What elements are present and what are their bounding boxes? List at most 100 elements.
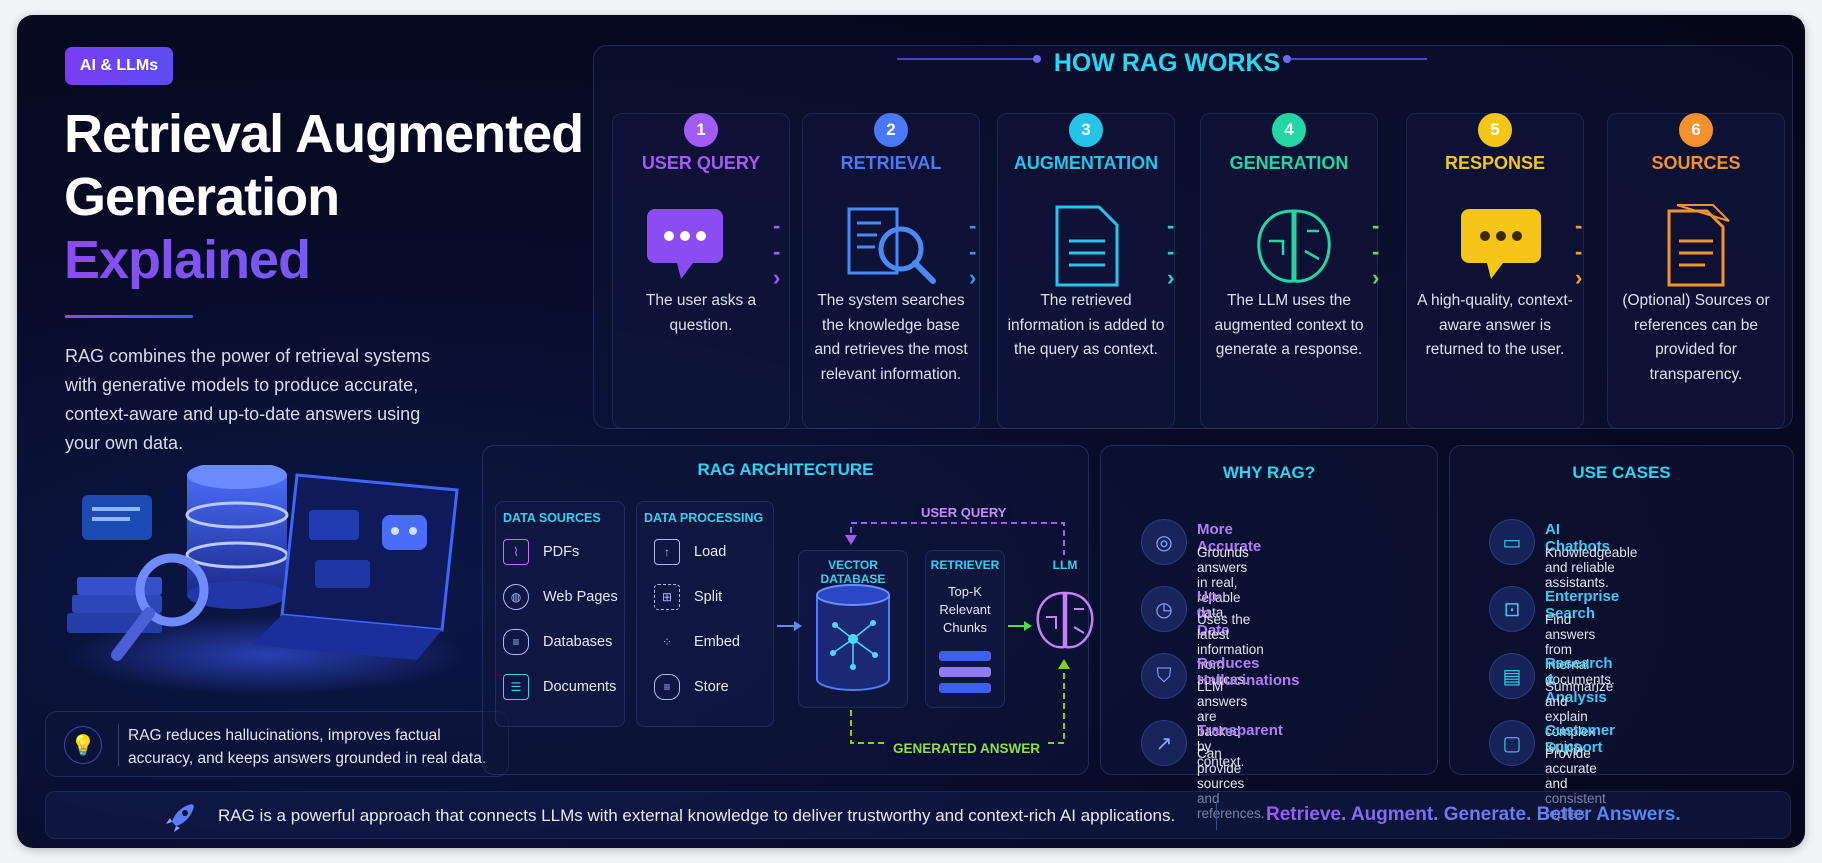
step-arrow: - - › — [1167, 213, 1175, 290]
llm-label: LLM — [1052, 558, 1078, 572]
retriever-box — [925, 550, 1005, 708]
use-cases-title: USE CASES — [1572, 463, 1671, 482]
illustration-database-laptop — [67, 465, 467, 695]
list-item-description: LLM answers are backed by context. — [1197, 679, 1248, 769]
chunk-bar — [939, 651, 991, 661]
llm-brain-icon — [1036, 591, 1094, 649]
lightbulb-icon: 💡 — [64, 726, 102, 764]
step-title: GENERATION — [1229, 153, 1349, 173]
magnifier-icon — [111, 553, 209, 661]
step-arrow: - - › — [1575, 213, 1583, 290]
upload-icon: ↑ — [654, 539, 680, 565]
process-embed: ⁘Embed — [654, 629, 740, 655]
list-item-title: Enterprise Search — [1545, 588, 1620, 622]
step-description: The retrieved information is added to th… — [1007, 292, 1165, 358]
tip-divider — [118, 724, 119, 766]
split-icon: ⊞ — [654, 584, 680, 610]
step-number: 5 — [1478, 113, 1512, 147]
footer-bar: RAG is a powerful approach that connects… — [45, 791, 1791, 839]
step-number: 1 — [684, 113, 718, 147]
globe-icon: ◍ — [503, 584, 529, 610]
footer-tagline: Retrieve. Augment. Generate. Better Answ… — [1266, 804, 1681, 825]
list-item-title: More Accurate — [1197, 521, 1262, 555]
data-sources-column — [495, 501, 625, 727]
step-title: SOURCES — [1651, 153, 1741, 173]
brain-icon — [1257, 209, 1331, 283]
shield-check-icon: ⛉ — [1141, 653, 1187, 699]
chat-bubble-icon — [82, 495, 152, 540]
target-icon: ◎ — [1141, 519, 1187, 565]
source-databases: ≡Databases — [503, 629, 612, 655]
title-line-1: Retrieval Augmented — [64, 104, 584, 164]
process-store: ≡Store — [654, 674, 729, 700]
list-item-description: Find answers from internal documents. — [1545, 612, 1615, 687]
step-number: 4 — [1272, 113, 1306, 147]
list-item-title: Reduces Hallucinations — [1197, 655, 1300, 689]
step-number: 6 — [1679, 113, 1713, 147]
process-split: ⊞Split — [654, 584, 722, 610]
footer-divider — [1216, 802, 1217, 830]
step-arrow: - - › — [1372, 213, 1380, 290]
step-title: RESPONSE — [1444, 153, 1546, 173]
step-description: The system searches the knowledge base a… — [814, 292, 968, 383]
infographic: AI & LLMs Retrieval Augmented Generation… — [17, 15, 1805, 848]
document-search-icon — [847, 207, 936, 284]
storage-icon: ≡ — [654, 674, 680, 700]
step-card — [802, 113, 980, 429]
step-description: The user asks a question. — [645, 292, 757, 334]
step-title: USER QUERY — [641, 153, 761, 173]
step-card — [1200, 113, 1378, 429]
arch-title: RAG ARCHITECTURE — [697, 460, 874, 479]
tip-box: 💡 RAG reduces hallucinations, improves f… — [45, 711, 509, 777]
page-title: Retrieval Augmented Generation Explained — [64, 103, 584, 292]
process-load: ↑Load — [654, 539, 726, 565]
source-pdfs: ⌇PDFs — [503, 539, 579, 565]
data-processing-header: DATA PROCESSING — [644, 511, 764, 525]
list-item-title: AI Chatbots — [1545, 521, 1610, 555]
how-rag-works-title: HOW RAG WORKS — [1053, 49, 1281, 77]
chunk-bar — [939, 667, 991, 677]
list-item-description: Grounds answers in real, reliable data. — [1197, 545, 1249, 620]
step-description: (Optional) Sources or references can be … — [1622, 292, 1770, 383]
database-icon — [185, 465, 289, 609]
chat-icon: ▭ — [1489, 519, 1535, 565]
robot-icon — [382, 515, 427, 550]
step-title: RETRIEVAL — [840, 153, 942, 173]
embed-icon: ⁘ — [661, 635, 673, 649]
title-underline — [65, 315, 193, 318]
response-bubble-icon — [1461, 209, 1541, 279]
source-web-pages: ◍Web Pages — [503, 584, 618, 610]
list-item-description: Uses the latest information from sources… — [1197, 612, 1264, 687]
step-number: 2 — [874, 113, 908, 147]
step-description: The LLM uses the augmented context to ge… — [1214, 292, 1364, 358]
list-item-description: Summarize and explain complex topics. — [1545, 679, 1614, 754]
retriever-text: Top-K Relevant Chunks — [939, 584, 991, 635]
step-title: AUGMENTATION — [1013, 153, 1159, 173]
generated-answer-label: GENERATED ANSWER — [887, 741, 1047, 756]
why-rag-title: WHY RAG? — [1222, 463, 1316, 482]
data-sources-header: DATA SOURCES — [503, 511, 601, 525]
step-card — [612, 113, 790, 429]
how-rag-works-panel — [593, 45, 1793, 429]
retriever-label: RETRIEVER — [930, 558, 1000, 572]
source-documents: ☰Documents — [503, 674, 616, 700]
clock-icon: ◷ — [1141, 586, 1187, 632]
user-query-label: USER QUERY — [915, 505, 1013, 520]
step-arrow: - - › — [969, 213, 977, 290]
growth-chart-icon: ↗ — [1141, 720, 1187, 766]
vector-database-label: VECTOR DATABASE — [820, 558, 886, 586]
list-item-title: Transparent — [1197, 722, 1283, 739]
chunk-bar — [939, 683, 991, 693]
title-line-3: Explained — [64, 229, 583, 292]
step-number: 3 — [1069, 113, 1103, 147]
tip-text: RAG reduces hallucinations, improves fac… — [128, 727, 487, 767]
sources-document-icon — [1667, 204, 1730, 287]
footer-text: RAG is a powerful approach that connects… — [218, 806, 1176, 825]
support-icon: ▢ — [1489, 720, 1535, 766]
category-badge: AI & LLMs — [65, 47, 173, 85]
document-search-icon: ⊡ — [1489, 586, 1535, 632]
list-item-title: Up-to-Date — [1197, 588, 1230, 639]
vector-database-icon — [816, 584, 890, 691]
data-processing-column — [636, 501, 774, 727]
chat-bubble-icon — [647, 209, 723, 279]
